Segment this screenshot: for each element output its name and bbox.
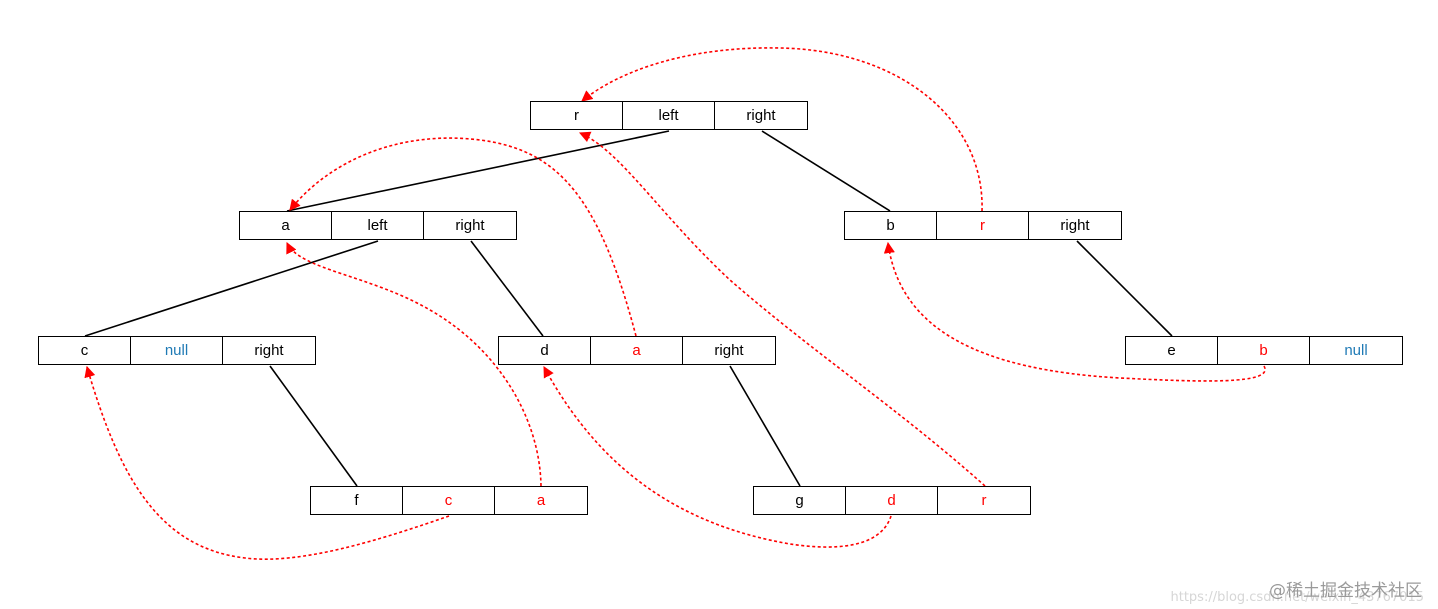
node-r: r left right <box>530 101 808 130</box>
edge-a-left-to-c <box>84 240 379 337</box>
node-c-value: c <box>39 337 131 364</box>
node-d-left-thread: a <box>591 337 683 364</box>
node-e-right-null: null <box>1344 342 1368 359</box>
thread-f-to-c <box>84 365 450 560</box>
node-r-right: right <box>746 107 776 124</box>
node-c: c null right <box>38 336 316 365</box>
node-b: b r right <box>844 211 1122 240</box>
node-c-left-null: null <box>131 337 223 364</box>
edge-r-left-to-a <box>286 130 670 212</box>
node-r-value: r <box>531 102 623 129</box>
node-f-value: f <box>311 487 403 514</box>
node-b-right: right <box>1060 217 1090 234</box>
node-g-right-thread: r <box>981 492 987 509</box>
node-a-left: left <box>332 212 424 239</box>
edge-d-right-to-g <box>729 365 801 487</box>
node-e-left-thread: b <box>1218 337 1310 364</box>
node-a-value: a <box>240 212 332 239</box>
node-d-value: d <box>499 337 591 364</box>
node-f-right-thread: a <box>536 492 546 509</box>
thread-arrows <box>84 47 1266 560</box>
node-r-left: left <box>623 102 715 129</box>
thread-f-to-a <box>286 241 542 487</box>
node-a-right: right <box>455 217 485 234</box>
edge-c-right-to-f <box>269 365 358 487</box>
thread-g-to-r <box>578 131 986 487</box>
watermark-url: https://blog.csdn.net/weixin_43767015 <box>1170 590 1424 605</box>
node-e-value: e <box>1126 337 1218 364</box>
thread-d-to-a <box>289 137 637 337</box>
node-d-right: right <box>714 342 744 359</box>
node-b-left-thread: r <box>937 212 1029 239</box>
node-g: g d r <box>753 486 1031 515</box>
tree-edges <box>84 130 1173 487</box>
node-f: f c a <box>310 486 588 515</box>
node-f-left-thread: c <box>403 487 495 514</box>
node-a: a left right <box>239 211 517 240</box>
node-e: e b null <box>1125 336 1403 365</box>
node-d: d a right <box>498 336 776 365</box>
watermark: @稀土掘金技术社区 <box>1269 581 1422 601</box>
node-b-value: b <box>845 212 937 239</box>
thread-g-to-d <box>543 366 892 548</box>
thread-b-to-r <box>581 47 983 212</box>
edge-b-right-to-e <box>1076 240 1173 337</box>
node-c-right: right <box>254 342 284 359</box>
node-g-left-thread: d <box>846 487 938 514</box>
edge-r-right-to-b <box>761 130 891 212</box>
edge-a-right-to-d <box>470 240 544 337</box>
node-g-value: g <box>754 487 846 514</box>
